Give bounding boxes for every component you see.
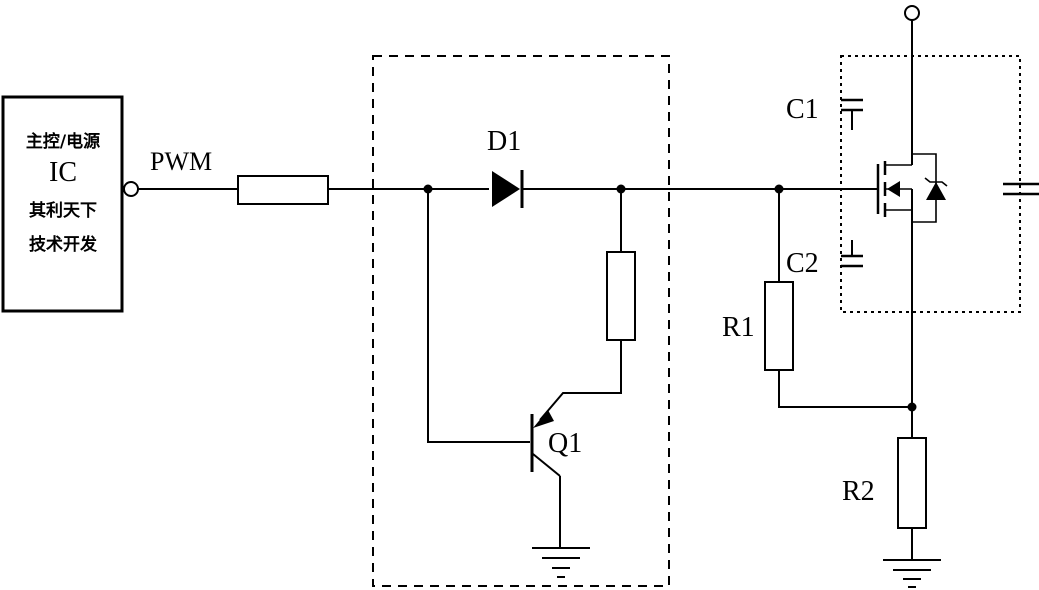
ic-block: 主控/电源 IC 其利天下 技术开发 (1, 95, 124, 313)
capacitor-c2 (841, 240, 863, 268)
q1-label: Q1 (548, 428, 582, 459)
mosfet-module-boundary (840, 55, 1021, 313)
resistor-r2 (897, 407, 927, 560)
capacitor-c1 (841, 98, 863, 130)
resistor-r1 (764, 189, 912, 408)
c1-label: C1 (786, 94, 819, 125)
input-resistor (237, 175, 329, 205)
transistor-q1 (530, 410, 561, 548)
supply-terminal (904, 5, 920, 21)
ground-icon (883, 559, 941, 588)
pullup-resistor-branch (539, 189, 636, 421)
capacitor-right (1003, 182, 1039, 196)
ic-label-line2: IC (49, 157, 77, 188)
ic-label-line4: 技术开发 (29, 234, 98, 255)
mosfet-icon (876, 153, 948, 407)
c2-label: C2 (786, 248, 819, 279)
r1-label: R1 (722, 312, 755, 343)
pwm-terminal (123, 181, 139, 197)
diode-d1 (492, 170, 524, 208)
d1-label: D1 (487, 126, 521, 157)
r2-label: R2 (842, 476, 875, 507)
ic-label-line1: 主控/电源 (26, 131, 100, 152)
ground-icon (532, 547, 590, 578)
driver-circuit-boundary (372, 55, 670, 587)
pwm-label: PWM (150, 147, 212, 176)
ic-label-line3: 其利天下 (29, 200, 97, 221)
base-wire (427, 189, 530, 443)
